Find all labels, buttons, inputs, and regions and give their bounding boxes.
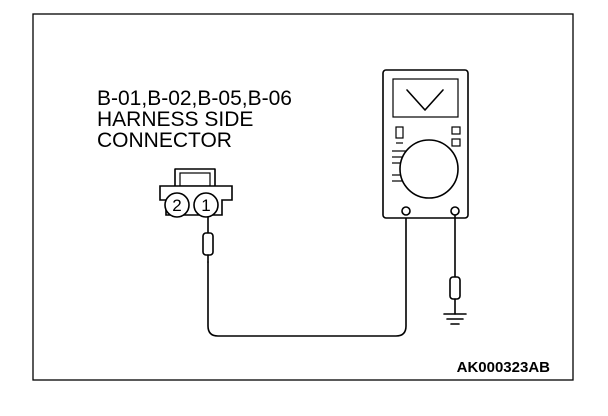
connector-pin-2-label: 2 (172, 196, 181, 215)
harness-connector-icon: 2 1 (159, 168, 233, 218)
connector-pin-1-label: 1 (201, 196, 210, 215)
connector-pin-2 (164, 192, 190, 218)
connector-label-line1: B-01,B-02,B-05,B-06 (97, 87, 292, 110)
diagram-frame (32, 13, 574, 381)
ground-icon (443, 313, 467, 325)
test-probe-icon (202, 216, 214, 263)
test-lead-wire (207, 211, 407, 337)
figure-code: AK000323AB (457, 359, 551, 376)
connector-label-line3: CONNECTOR (97, 129, 232, 152)
connector-pin-1 (193, 192, 219, 218)
multimeter-icon (382, 69, 469, 219)
ground-lead (449, 214, 461, 315)
connector-label-line2: HARNESS SIDE (97, 108, 253, 131)
